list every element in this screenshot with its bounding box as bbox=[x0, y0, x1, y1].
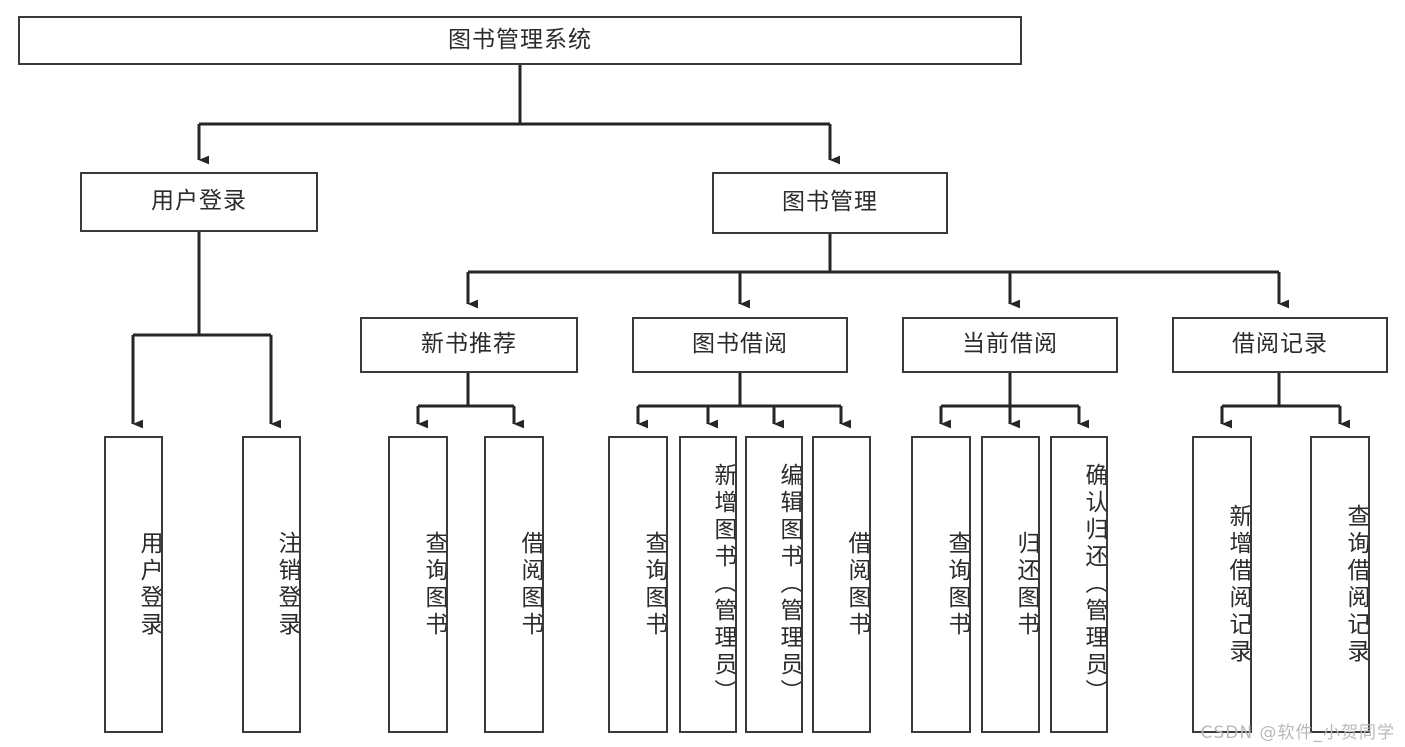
leaf-query-book-borrow[interactable]: 查询图书 bbox=[608, 436, 668, 733]
leaf-label: 查询图书 bbox=[421, 530, 447, 639]
node-label: 图书借阅 bbox=[692, 331, 788, 358]
node-root-book-management-system[interactable]: 图书管理系统 bbox=[18, 16, 1022, 65]
leaf-query-book-current[interactable]: 查询图书 bbox=[911, 436, 971, 733]
node-book-management[interactable]: 图书管理 bbox=[712, 172, 948, 234]
node-label: 新书推荐 bbox=[421, 331, 517, 358]
leaf-borrow-book[interactable]: 借阅图书 bbox=[812, 436, 871, 733]
leaf-label: 查询图书 bbox=[641, 530, 667, 639]
leaf-borrow-book-recommend[interactable]: 借阅图书 bbox=[484, 436, 544, 733]
leaf-add-book-admin[interactable]: 新增图书（管理员） bbox=[679, 436, 737, 733]
leaf-label: 用户登录 bbox=[136, 530, 162, 639]
leaf-add-borrow-record[interactable]: 新增借阅记录 bbox=[1192, 436, 1252, 733]
node-borrow-record[interactable]: 借阅记录 bbox=[1172, 317, 1388, 373]
leaf-label: 新增借阅记录 bbox=[1225, 503, 1251, 666]
leaf-label: 确认归还（管理员） bbox=[1081, 463, 1107, 706]
node-current-borrow[interactable]: 当前借阅 bbox=[902, 317, 1118, 373]
node-label: 图书管理系统 bbox=[448, 26, 592, 53]
node-label: 用户登录 bbox=[151, 188, 247, 215]
csdn-watermark: CSDN @软件_小贺同学 bbox=[1200, 723, 1395, 743]
node-user-login[interactable]: 用户登录 bbox=[80, 172, 318, 232]
leaf-confirm-return-admin[interactable]: 确认归还（管理员） bbox=[1050, 436, 1108, 733]
leaf-label: 借阅图书 bbox=[517, 530, 543, 639]
leaf-label: 借阅图书 bbox=[844, 530, 870, 639]
leaf-label: 新增图书（管理员） bbox=[710, 463, 736, 706]
leaf-label: 编辑图书（管理员） bbox=[776, 463, 802, 706]
leaf-logout-login[interactable]: 注销登录 bbox=[242, 436, 301, 733]
leaf-return-book[interactable]: 归还图书 bbox=[981, 436, 1040, 733]
leaf-label: 查询图书 bbox=[944, 530, 970, 639]
leaf-user-login[interactable]: 用户登录 bbox=[104, 436, 163, 733]
node-label: 图书管理 bbox=[782, 189, 878, 216]
leaf-edit-book-admin[interactable]: 编辑图书（管理员） bbox=[745, 436, 803, 733]
node-label: 借阅记录 bbox=[1232, 331, 1328, 358]
node-new-book-recommend[interactable]: 新书推荐 bbox=[360, 317, 578, 373]
leaf-query-borrow-record[interactable]: 查询借阅记录 bbox=[1310, 436, 1370, 733]
leaf-label: 查询借阅记录 bbox=[1343, 503, 1369, 666]
leaf-label: 注销登录 bbox=[274, 530, 300, 639]
node-label: 当前借阅 bbox=[962, 331, 1058, 358]
leaf-label: 归还图书 bbox=[1013, 530, 1039, 639]
leaf-query-book-recommend[interactable]: 查询图书 bbox=[388, 436, 448, 733]
node-book-borrow[interactable]: 图书借阅 bbox=[632, 317, 848, 373]
